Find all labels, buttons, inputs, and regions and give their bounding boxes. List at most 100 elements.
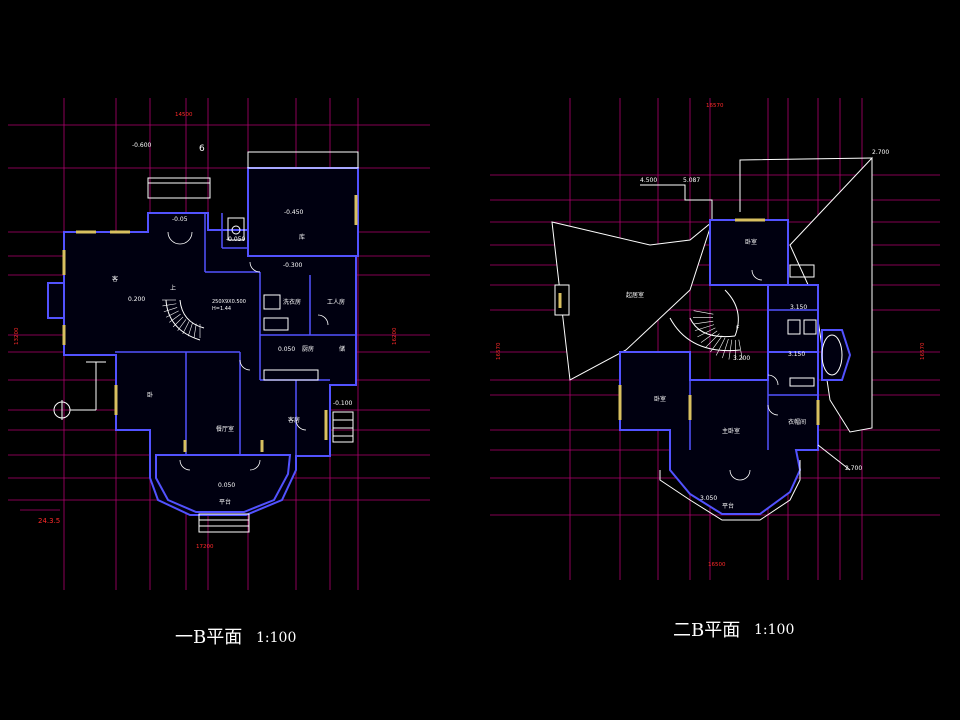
plan1-level-right: -0.100 [333, 400, 353, 407]
plan1-dining-label: 餐厅室 [216, 425, 234, 433]
plan2-dress-label: 衣帽间 [788, 418, 806, 426]
plan1-terrace-label: 平台 [219, 498, 231, 506]
plan2-roof-west [551, 220, 713, 381]
plan1-level-living: 0.200 [128, 296, 145, 303]
plan2-terrace-label: 平台 [722, 502, 734, 510]
plan2-labels: 4.500 5.087 2.700 卧室 起居室 3.150 3.200 3.1… [626, 149, 889, 510]
plan1-stair-tread [162, 303, 177, 307]
plan1-level-step: -0.300 [283, 262, 303, 269]
plan1-spiral-stair-outer [165, 299, 201, 341]
plan2-down-mark: F [736, 325, 740, 332]
plan1-wc-fixture [227, 217, 245, 241]
plan2-doors [729, 269, 779, 481]
plan2-stair-tread [705, 333, 720, 348]
plan1-stair-tread [193, 323, 197, 338]
plan1-labels: -0.600 6 -0.05 -0.050 -0.450 库 -0.300 客 … [112, 142, 353, 506]
plan1-store-label: 储 [339, 345, 345, 353]
plan1-balcony-level: -0.600 [132, 142, 152, 149]
plan1-bedroom-w-label: 卧 [147, 391, 153, 399]
plan1-dim-top: 14500 [175, 112, 193, 118]
plan1-stair-tread [163, 307, 178, 313]
plan1-spiral-stair-inner [179, 299, 205, 329]
plan1-east-steps [332, 411, 354, 443]
plan1-level-garage: -0.450 [284, 209, 304, 216]
plan1-kitchen-label: 厨房 [302, 345, 314, 353]
plan1-stair-tread [166, 310, 179, 318]
plan2-scale: 1:100 [754, 622, 794, 638]
plan1-dim-left: 13200 [14, 327, 20, 345]
plan2-roof [551, 156, 873, 433]
plan2-stair-tread [693, 320, 714, 325]
plan2-landing-level: 3.200 [733, 355, 750, 362]
plan2-stair-tread [697, 327, 716, 338]
plan2-dim-top: 16570 [706, 103, 724, 109]
plan1-bay-window [155, 454, 292, 513]
plan2-north-wing [709, 219, 789, 286]
plan1-dim-right: 16200 [392, 327, 398, 345]
plan2-stair-tread [694, 324, 715, 331]
plan1-dim-bottom: 17200 [196, 544, 214, 550]
plan1-kitchen-counter [263, 369, 319, 381]
plan2-hall-label: 起居室 [626, 291, 644, 299]
plan1-laundry-label: 洗衣房 [283, 298, 301, 306]
plan2-stair-continuation [724, 289, 739, 337]
plan2-dormer [554, 284, 570, 316]
plan2-bath-level: 3.150 [790, 304, 807, 311]
plan2-terrace-level: 3.050 [700, 495, 717, 502]
plan1-stair-tread [187, 322, 193, 337]
plan2-vanity [789, 377, 815, 387]
plan2-stair-tread [722, 338, 729, 359]
plan2-stair-tread [710, 335, 723, 353]
plan1-level-kitchen: 0.050 [278, 346, 295, 353]
plan1-stair-tread [177, 319, 187, 331]
plan2-oval-tub-bay [821, 329, 852, 381]
plan1-side-level: 24.3.5 [38, 517, 60, 525]
first-floor-plan: -0.600 6 -0.05 -0.050 -0.450 库 -0.300 客 … [8, 98, 430, 648]
plan1-garage-label: 库 [299, 233, 305, 241]
plan1-stair-tread [169, 313, 181, 323]
plan1-living-label: 客 [112, 275, 118, 283]
plan2-bath2-level: 3.150 [788, 351, 805, 358]
plan2-stair-tread [728, 339, 733, 360]
plan2-title: 二B平面 [673, 620, 740, 641]
plan2-stair-tread [738, 339, 743, 360]
plan2-dim-bottom: 16500 [708, 562, 726, 568]
plan2-terrace-rail [659, 460, 801, 521]
plan2-ridge-level: 2.700 [872, 149, 889, 156]
plan1-level-entry: -0.05 [172, 216, 188, 223]
plan1-utility-label: 工人房 [327, 298, 345, 306]
plan1-details [53, 151, 359, 533]
plan2-bath-block [767, 284, 819, 353]
plan1-wc-bowl [231, 225, 241, 235]
plan1-stair-tread [182, 321, 190, 334]
plan2-roof-level-a: 4.500 [640, 177, 657, 184]
plan1-laundry-machine [263, 294, 281, 310]
plan2-dim-left: 16570 [496, 342, 502, 360]
plan2-bathtub [789, 264, 815, 278]
plan2-windows [558, 218, 820, 425]
plan2-basin-b [803, 319, 817, 335]
second-floor-plan: 4.500 5.087 2.700 卧室 起居室 3.150 3.200 3.1… [490, 98, 940, 641]
plan2-roof-leader [739, 157, 873, 212]
plan2-oval-tub [821, 334, 843, 376]
plan2-dim-right: 16570 [920, 342, 926, 360]
plan2-roof-level-b: 5.087 [683, 177, 700, 184]
plan2-master-label: 主卧室 [722, 427, 740, 435]
plan2-bedroom-sw-label: 卧室 [654, 395, 666, 403]
plan1-garage-canopy [247, 151, 359, 169]
plan2-basin-a [787, 319, 801, 335]
plan2-bedroom-ne-label: 卧室 [745, 238, 757, 246]
plan2-eave-level: 2.700 [845, 465, 862, 472]
plan1-partitions [115, 213, 356, 456]
plan1-up-mark: 上 [170, 284, 176, 292]
plan2-dimension-texts: 16570 16500 16570 16570 [496, 103, 926, 568]
plan1-scale: 1:100 [256, 630, 296, 646]
plan1-stair-tread [172, 316, 184, 328]
plan2-stair-tread [693, 310, 714, 315]
plan1-dimension-texts: 14500 17200 13200 16200 24.3.5 [14, 112, 398, 550]
plan1-level-wc: -0.050 [226, 236, 246, 243]
plan1-west-bay [47, 282, 65, 319]
plan1-guest-label: 客房 [288, 416, 300, 424]
plan2-details [659, 264, 851, 521]
